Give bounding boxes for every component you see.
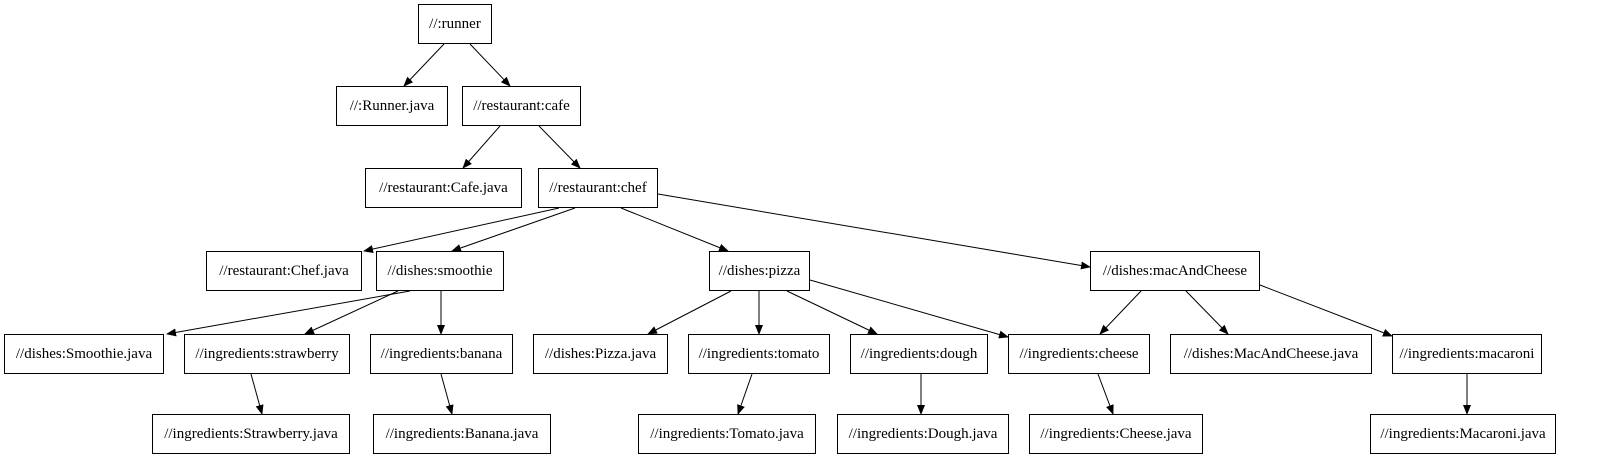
- graph-node-label: //ingredients:Dough.java: [848, 425, 998, 442]
- graph-node-cafe_java[interactable]: //restaurant:Cafe.java: [365, 168, 522, 208]
- graph-node-runner_java[interactable]: //:Runner.java: [336, 86, 448, 126]
- graph-node-label: //restaurant:chef: [549, 179, 647, 196]
- graph-node-label: //restaurant:cafe: [473, 97, 570, 114]
- graph-node-label: //restaurant:Cafe.java: [379, 179, 508, 196]
- graph-node-runner[interactable]: //:runner: [418, 4, 492, 44]
- graph-node-label: //ingredients:Tomato.java: [650, 425, 804, 442]
- graph-node-label: //dishes:Pizza.java: [544, 345, 657, 362]
- graph-node-label: //ingredients:Strawberry.java: [164, 425, 338, 442]
- graph-node-ing_banana[interactable]: //ingredients:banana: [370, 334, 513, 374]
- graph-node-dishes_macncheese[interactable]: //dishes:macAndCheese: [1090, 251, 1260, 291]
- graph-node-label: //ingredients:strawberry: [195, 345, 339, 362]
- graph-node-label: //:Runner.java: [349, 97, 435, 114]
- graph-node-label: //ingredients:tomato: [698, 345, 820, 362]
- graph-node-label: //dishes:pizza: [718, 262, 801, 279]
- graph-node-label: //:runner: [429, 15, 481, 32]
- graph-node-dishes_pizza[interactable]: //dishes:pizza: [709, 251, 810, 291]
- graph-node-label: //dishes:macAndCheese: [1102, 262, 1248, 279]
- graph-node-banana_java[interactable]: //ingredients:Banana.java: [373, 414, 551, 454]
- graph-node-dough_java[interactable]: //ingredients:Dough.java: [837, 414, 1009, 454]
- graph-node-label: //ingredients:cheese: [1019, 345, 1139, 362]
- graph-node-label: //restaurant:Chef.java: [219, 262, 349, 279]
- graph-node-label: //ingredients:dough: [860, 345, 978, 362]
- graph-node-macaroni_java[interactable]: //ingredients:Macaroni.java: [1370, 414, 1556, 454]
- graph-node-ing_macaroni[interactable]: //ingredients:macaroni: [1392, 334, 1542, 374]
- graph-node-ing_cheese[interactable]: //ingredients:cheese: [1008, 334, 1150, 374]
- graph-node-smoothie_java[interactable]: //dishes:Smoothie.java: [4, 334, 164, 374]
- graph-node-label: //ingredients:banana: [380, 345, 503, 362]
- graph-node-ing_tomato[interactable]: //ingredients:tomato: [688, 334, 830, 374]
- graph-node-label: //dishes:MacAndCheese.java: [1183, 345, 1359, 362]
- graph-node-restaurant_cafe[interactable]: //restaurant:cafe: [462, 86, 581, 126]
- graph-node-label: //ingredients:macaroni: [1399, 345, 1535, 362]
- graph-node-restaurant_chef[interactable]: //restaurant:chef: [538, 168, 658, 208]
- graph-node-cheese_java[interactable]: //ingredients:Cheese.java: [1029, 414, 1203, 454]
- graph-node-ing_dough[interactable]: //ingredients:dough: [850, 334, 988, 374]
- graph-node-pizza_java[interactable]: //dishes:Pizza.java: [533, 334, 668, 374]
- graph-node-label: //dishes:Smoothie.java: [15, 345, 153, 362]
- graph-node-chef_java[interactable]: //restaurant:Chef.java: [206, 251, 362, 291]
- graph-node-macncheese_java[interactable]: //dishes:MacAndCheese.java: [1170, 334, 1372, 374]
- graph-node-tomato_java[interactable]: //ingredients:Tomato.java: [638, 414, 816, 454]
- graph-node-label: //ingredients:Cheese.java: [1040, 425, 1192, 442]
- graph-node-dishes_smoothie[interactable]: //dishes:smoothie: [376, 251, 504, 291]
- graph-node-label: //ingredients:Macaroni.java: [1380, 425, 1546, 442]
- graph-node-label: //dishes:smoothie: [387, 262, 493, 279]
- graph-node-label: //ingredients:Banana.java: [385, 425, 539, 442]
- graph-node-ing_strawberry[interactable]: //ingredients:strawberry: [184, 334, 350, 374]
- graph-node-strawberry_java[interactable]: //ingredients:Strawberry.java: [152, 414, 350, 454]
